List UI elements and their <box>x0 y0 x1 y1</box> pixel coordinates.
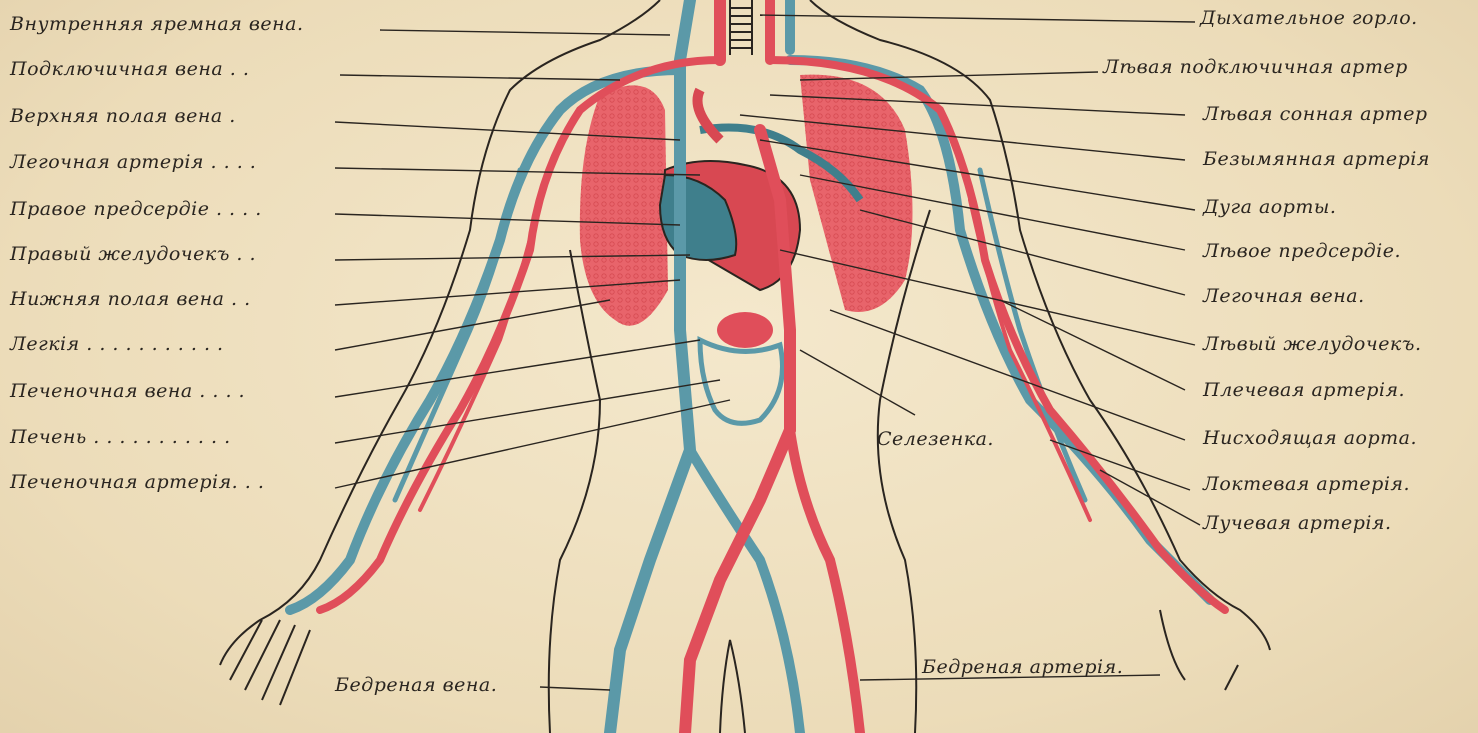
label-brachial-artery: Плечевая артерія. <box>1203 379 1405 401</box>
label-liver: Печень . . . . . . . . . . . <box>10 426 231 448</box>
label-left-ventricle: Лѣвый желудочекъ. <box>1203 333 1421 355</box>
label-pulmonary-vein: Легочная вена. <box>1203 285 1365 307</box>
label-pulmonary-artery: Легочная артерія . . . . <box>10 151 256 173</box>
label-hepatic-vein: Печеночная вена . . . . <box>10 380 245 402</box>
label-radial-artery: Лучевая артерія. <box>1203 512 1392 534</box>
label-ulnar-artery: Локтевая артерія. <box>1203 473 1410 495</box>
label-femoral-vein: Бедреная вена. <box>335 674 497 696</box>
label-spleen: Селезенка. <box>877 428 994 450</box>
trachea <box>730 0 752 55</box>
label-left-subclavian-artery: Лѣвая подключичная артер <box>1103 56 1408 78</box>
body-outline <box>220 0 1270 733</box>
label-left-atrium: Лѣвое предсердіе. <box>1203 240 1401 262</box>
label-right-ventricle: Правый желудочекъ . . <box>10 243 256 265</box>
label-innominate-artery: Безымянная артерія <box>1203 148 1430 170</box>
abdomen-vessels <box>700 312 783 423</box>
label-femoral-artery: Бедреная артерія. <box>922 656 1123 678</box>
label-left-carotid-artery: Лѣвая сонная артер <box>1203 103 1428 125</box>
label-lungs: Легкія . . . . . . . . . . . <box>10 333 224 355</box>
label-hepatic-artery: Печеночная артерія. . . <box>10 471 264 493</box>
label-trachea: Дыхательное горло. <box>1200 7 1418 29</box>
label-superior-vena-cava: Верхняя полая вена . <box>10 105 236 127</box>
label-inferior-vena-cava: Нижняя полая вена . . <box>10 288 251 310</box>
label-descending-aorta: Нисходящая аорта. <box>1203 427 1417 449</box>
label-internal-jugular-vein: Внутренняя яремная вена. <box>10 13 304 35</box>
label-subclavian-vein: Подключичная вена . . <box>10 58 249 80</box>
label-aortic-arch: Дуга аорты. <box>1203 196 1336 218</box>
label-right-atrium: Правое предсердіе . . . . <box>10 198 262 220</box>
